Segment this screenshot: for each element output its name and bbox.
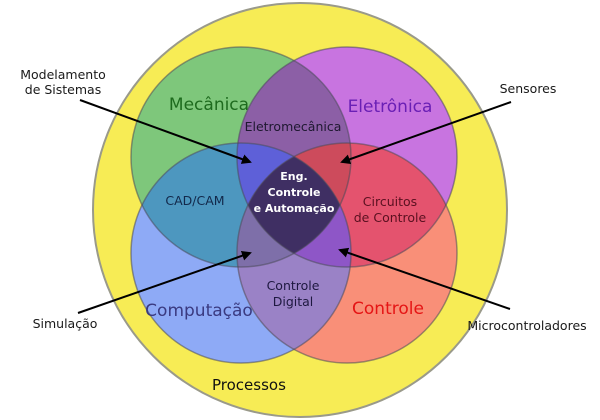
label-de-controle: de Controle (354, 210, 427, 225)
callout-modelamento-line2: de Sistemas (25, 82, 101, 97)
label-circuitos: Circuitos (363, 194, 417, 209)
label-controle: Controle (352, 299, 424, 319)
label-e-automacao: e Automação (254, 202, 335, 215)
arrow-modelamento (79, 99, 252, 164)
label-eletromecanica: Eletromecânica (245, 119, 342, 134)
callout-simulacao: Simulação (33, 316, 98, 331)
callout-sensores: Sensores (500, 81, 557, 96)
arrow-sensores (340, 101, 512, 165)
label-digital: Digital (273, 294, 314, 309)
arrow-microcontroladores (338, 247, 511, 310)
label-eletronica: Eletrônica (348, 97, 433, 117)
callout-modelamento-line1: Modelamento (20, 67, 106, 82)
label-computacao: Computação (145, 301, 253, 321)
callout-microcontroladores: Microcontroladores (467, 318, 586, 333)
label-processos: Processos (212, 376, 286, 394)
label-controle-line1: Controle (267, 278, 320, 293)
label-controle-center: Controle (268, 186, 321, 199)
label-mecanica: Mecânica (169, 95, 249, 115)
arrow-simulacao (77, 250, 252, 314)
label-cad-cam: CAD/CAM (165, 193, 224, 208)
label-eng: Eng. (280, 170, 307, 183)
